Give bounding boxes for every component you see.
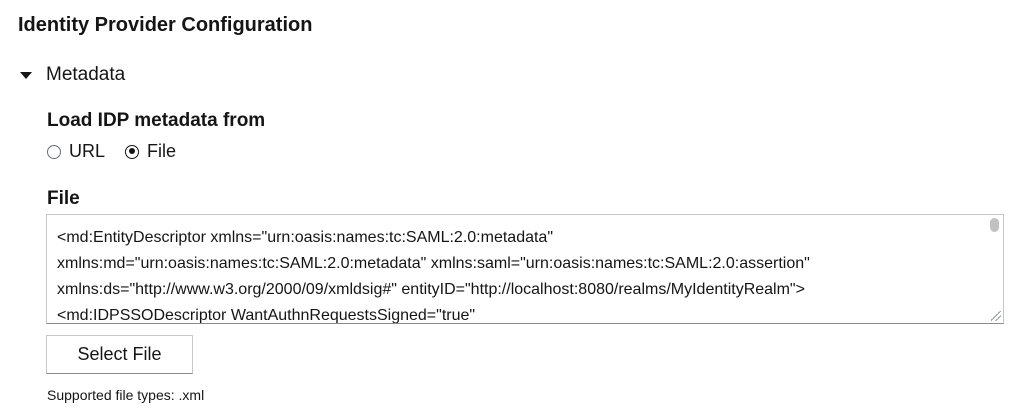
textarea-scrollbar[interactable] bbox=[985, 215, 1003, 323]
file-radio[interactable] bbox=[125, 144, 140, 159]
load-from-radio-group: URL File bbox=[47, 141, 196, 162]
metadata-file-content[interactable]: <md:EntityDescriptor xmlns="urn:oasis:na… bbox=[57, 229, 810, 324]
metadata-file-textarea[interactable]: <md:EntityDescriptor xmlns="urn:oasis:na… bbox=[46, 214, 1004, 324]
radio-option-url[interactable]: URL bbox=[47, 141, 105, 162]
supported-file-types-helper: Supported file types: .xml bbox=[47, 387, 205, 403]
radio-option-file[interactable]: File bbox=[125, 141, 176, 162]
caret-down-icon bbox=[20, 72, 32, 79]
url-radio-label: URL bbox=[69, 141, 106, 161]
section-title: Identity Provider Configuration bbox=[18, 14, 313, 36]
metadata-expandable-toggle[interactable]: Metadata bbox=[20, 64, 125, 86]
file-radio-label: File bbox=[147, 141, 177, 161]
url-radio[interactable] bbox=[47, 144, 61, 159]
load-idp-metadata-label: Load IDP metadata from bbox=[47, 110, 266, 131]
select-file-button[interactable]: Select File bbox=[46, 335, 193, 374]
resize-handle-icon[interactable] bbox=[991, 311, 1001, 321]
scrollbar-thumb[interactable] bbox=[990, 218, 999, 232]
metadata-section-label: Metadata bbox=[46, 64, 126, 85]
file-label: File bbox=[47, 188, 80, 209]
